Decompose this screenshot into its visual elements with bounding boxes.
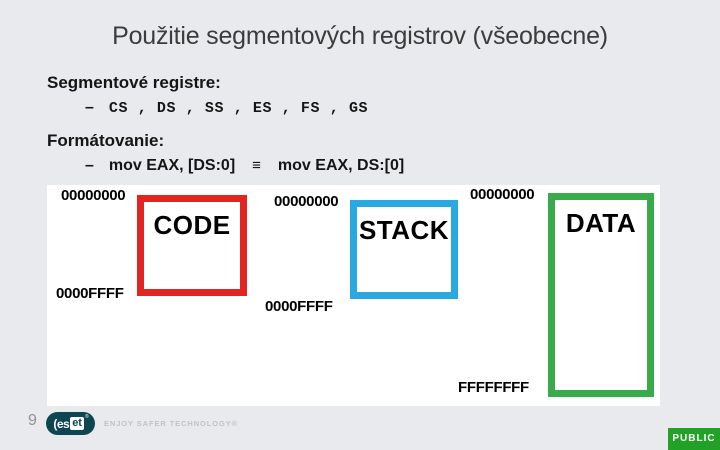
memory-segments-diagram: 00000000 CODE 0000FFFF 00000000 STACK 00… bbox=[47, 185, 660, 406]
data-bottom-address-label: FFFFFFFF bbox=[458, 379, 529, 396]
code-segment-box: CODE bbox=[137, 195, 247, 296]
bullet-format-equivalence: –mov EAX, [DS:0] ≡ mov EAX, DS:[0] bbox=[85, 157, 404, 175]
stack-top-address-label: 00000000 bbox=[274, 193, 339, 210]
equivalence-symbol: ≡ bbox=[252, 157, 261, 174]
stack-bottom-address-label: 0000FFFF bbox=[265, 298, 333, 315]
bullet-register-list: –CS , DS , SS , ES , FS , GS bbox=[85, 99, 368, 117]
bullet-dash: – bbox=[85, 157, 94, 174]
bullet-dash: – bbox=[85, 99, 94, 116]
register-list-text: CS , DS , SS , ES , FS , GS bbox=[108, 100, 369, 117]
eset-tagline: ENJOY SAFER TECHNOLOGY® bbox=[104, 419, 239, 428]
eset-logo-text-right: et bbox=[70, 417, 84, 430]
registered-trademark-icon: ® bbox=[84, 413, 89, 420]
classification-badge: PUBLIC bbox=[668, 428, 720, 450]
format-expression-left: mov EAX, [DS:0] bbox=[108, 157, 236, 174]
format-expression-right: mov EAX, DS:[0] bbox=[277, 157, 405, 174]
slide-title: Použitie segmentových registrov (všeobec… bbox=[112, 22, 608, 50]
eset-logo-text-left: (es bbox=[53, 416, 70, 431]
code-segment-label: CODE bbox=[153, 210, 231, 240]
heading-segment-registers: Segmentové registre: bbox=[47, 73, 221, 92]
code-bottom-address-label: 0000FFFF bbox=[56, 285, 124, 302]
data-top-address-label: 00000000 bbox=[470, 186, 535, 203]
stack-segment-label: STACK bbox=[358, 215, 450, 245]
code-top-address-label: 00000000 bbox=[61, 187, 126, 204]
data-segment-box: DATA bbox=[548, 193, 654, 397]
stack-segment-box: STACK bbox=[350, 200, 458, 299]
data-segment-label: DATA bbox=[565, 208, 637, 238]
heading-formatting: Formátovanie: bbox=[47, 131, 165, 150]
page-number: 9 bbox=[28, 412, 37, 429]
